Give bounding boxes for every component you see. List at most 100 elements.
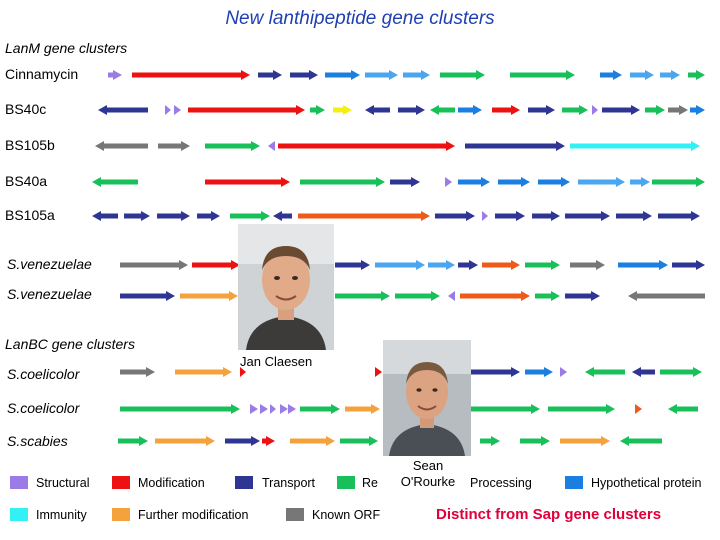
gene-arrow-c7-7	[585, 367, 625, 377]
gene-arrow-c1-0	[98, 105, 148, 115]
gene-arrow-c2-3	[268, 141, 275, 151]
gene-arrow-c5-6	[482, 260, 520, 270]
gene-arrow-c6-8	[628, 291, 705, 301]
gene-arrow-c2-0	[95, 141, 148, 151]
gene-arrow-c4-3	[197, 211, 220, 221]
lanm-section-label: LanM gene clusters	[5, 40, 128, 56]
gene-arrow-c0-10	[630, 70, 654, 80]
gene-arrow-c8-5	[288, 404, 296, 414]
legend-swatch-further-modification	[112, 508, 130, 521]
gene-arrow-c1-7	[398, 105, 425, 115]
cluster-name-s-coelicolor-2: S.coelicolor	[7, 400, 80, 416]
gene-arrow-c8-11	[668, 404, 698, 414]
cluster-name-s-venezuelae-2: S.venezuelae	[7, 286, 92, 302]
jan-claesen-caption: Jan Claesen	[240, 354, 313, 369]
cluster-name-cinnamycin: Cinnamycin	[5, 66, 79, 82]
gene-arrow-c5-8	[570, 260, 605, 270]
legend-label-further-modification: Further modification	[138, 508, 249, 522]
gene-arrow-c0-3	[290, 70, 318, 80]
legend-swatch-regulation	[337, 476, 355, 489]
legend-label-known-orf: Known ORF	[312, 508, 381, 522]
gene-arrow-c3-10	[652, 177, 705, 187]
legend-label-modification: Modification	[138, 476, 205, 490]
gene-arrow-c2-1	[158, 141, 190, 151]
gene-arrow-c3-7	[538, 177, 570, 187]
cluster-name-bs105b: BS105b	[5, 137, 55, 153]
gene-arrow-c1-13	[592, 105, 598, 115]
gene-arrow-c6-0	[120, 291, 175, 301]
gene-arrow-c4-9	[495, 211, 525, 221]
gene-arrow-c7-2	[240, 367, 246, 377]
gene-arrow-c2-6	[570, 141, 700, 151]
legend-swatch-transport	[235, 476, 253, 489]
page-title: New lanthipeptide gene clusters	[225, 8, 495, 29]
gene-arrow-c5-10	[672, 260, 705, 270]
gene-arrow-c1-17	[690, 105, 705, 115]
gene-arrow-c9-1	[155, 436, 215, 446]
gene-arrow-c6-7	[565, 291, 600, 301]
legend-label-regulation: Re	[362, 476, 378, 490]
legend-label-transport: Transport	[262, 476, 316, 490]
gene-arrow-c0-8	[510, 70, 575, 80]
gene-arrow-c1-4	[310, 105, 325, 115]
legend-label-processing: Processing	[470, 476, 532, 490]
gene-arrow-c6-6	[535, 291, 560, 301]
gene-arrow-c3-4	[445, 177, 452, 187]
gene-arrow-c1-6	[365, 105, 390, 115]
gene-arrow-c8-3	[270, 404, 276, 414]
gene-arrow-c8-6	[300, 404, 340, 414]
gene-arrow-c2-5	[465, 141, 565, 151]
sean-orourke-photo	[383, 340, 471, 456]
legend-label-immunity: Immunity	[36, 508, 87, 522]
gene-arrow-c9-4	[290, 436, 335, 446]
gene-arrow-c2-2	[205, 141, 260, 151]
legend-swatch-immunity	[10, 508, 28, 521]
gene-arrow-c9-3	[262, 436, 275, 446]
cluster-name-s-scabies: S.scabies	[7, 433, 68, 449]
gene-arrow-c4-10	[532, 211, 560, 221]
gene-arrow-c3-8	[578, 177, 625, 187]
gene-arrow-c2-4	[278, 141, 455, 151]
gene-arrow-c3-2	[300, 177, 385, 187]
gene-arrow-c6-1	[180, 291, 238, 301]
gene-arrow-c3-5	[458, 177, 490, 187]
gene-arrow-c4-11	[565, 211, 610, 221]
gene-arrow-c8-7	[345, 404, 380, 414]
gene-arrow-c5-9	[618, 260, 668, 270]
gene-arrow-c8-8	[470, 404, 540, 414]
gene-arrow-c4-5	[273, 211, 292, 221]
gene-arrow-c4-7	[435, 211, 475, 221]
gene-arrow-c7-4	[460, 367, 520, 377]
gene-arrow-c4-12	[616, 211, 652, 221]
gene-arrow-c8-1	[250, 404, 258, 414]
gene-arrow-c4-13	[658, 211, 700, 221]
gene-arrow-c6-4	[448, 291, 455, 301]
gene-arrow-c1-11	[528, 105, 555, 115]
gene-arrow-c1-14	[602, 105, 640, 115]
gene-arrow-c8-10	[635, 404, 642, 414]
gene-arrow-c9-0	[118, 436, 148, 446]
gene-arrow-c7-6	[560, 367, 567, 377]
gene-arrow-c1-16	[668, 105, 688, 115]
gene-arrow-c6-2	[335, 291, 390, 301]
legend-swatch-structural	[10, 476, 28, 489]
gene-arrow-c0-7	[440, 70, 485, 80]
gene-arrow-c5-1	[192, 260, 240, 270]
gene-arrow-c7-0	[120, 367, 155, 377]
gene-arrow-c9-9	[620, 436, 662, 446]
gene-arrow-c5-2	[335, 260, 370, 270]
gene-arrow-c0-2	[258, 70, 282, 80]
jan-claesen-photo	[238, 224, 334, 350]
legend-swatch-known-orf	[286, 508, 304, 521]
gene-arrow-c1-12	[562, 105, 588, 115]
gene-arrow-c7-8	[632, 367, 655, 377]
gene-arrow-c8-2	[260, 404, 268, 414]
gene-arrow-c1-1	[165, 105, 171, 115]
gene-arrow-c0-6	[403, 70, 430, 80]
gene-arrow-c0-12	[688, 70, 705, 80]
gene-arrow-c6-5	[460, 291, 530, 301]
gene-arrow-c5-7	[525, 260, 560, 270]
gene-arrow-c9-8	[560, 436, 610, 446]
sean-orourke-caption-line1: Sean	[412, 458, 444, 473]
